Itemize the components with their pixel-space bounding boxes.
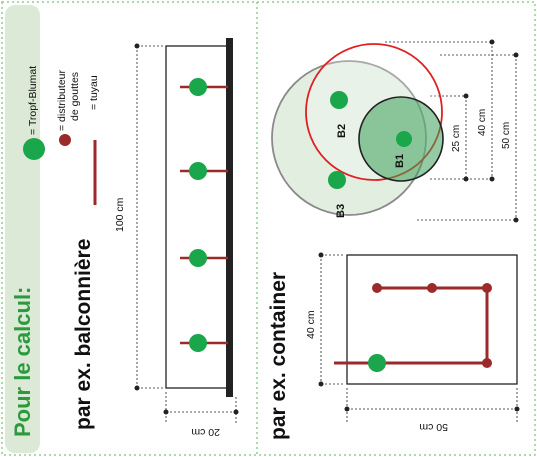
dim-50-label: 50 cm <box>501 121 512 149</box>
balcony-rail <box>226 38 233 397</box>
container-distributor-3 <box>482 283 492 293</box>
container-distributor-4 <box>482 358 492 368</box>
balcony-diagram <box>134 38 239 424</box>
blumat-b1 <box>396 131 412 147</box>
container-blumat <box>368 354 386 372</box>
blumat-b3 <box>328 171 346 189</box>
container-pipe <box>334 286 489 365</box>
balcony-dripper-4 <box>180 334 228 352</box>
legend-distributor-label-2: de gouttes <box>69 71 81 121</box>
title-bar <box>5 5 40 453</box>
main-title: Pour le calcul: <box>10 286 35 437</box>
container-distributor-1 <box>372 283 382 293</box>
container-width-label: 50 cm <box>419 421 448 433</box>
container-title: par ex. container <box>267 271 290 440</box>
legend-blumat-icon <box>23 138 45 160</box>
dim-25-label: 25 cm <box>451 124 462 152</box>
circles-diagram <box>271 39 519 223</box>
container-distributor-2 <box>427 283 437 293</box>
dim-40-label: 40 cm <box>477 108 488 136</box>
legend-distributor-icon <box>59 134 71 146</box>
container-diagram <box>318 252 520 422</box>
balcony-height-label: 100 cm <box>114 197 126 232</box>
balcony-title: par ex. balconnière <box>72 238 95 430</box>
balcony-dripper-2 <box>180 162 228 180</box>
b3-label: B3 <box>335 203 347 218</box>
legend <box>23 134 97 205</box>
balcony-width-label: 20 cm <box>191 426 220 438</box>
balcony-dripper-1 <box>180 78 228 96</box>
container-height-label: 40 cm <box>305 310 317 339</box>
b2-label: B2 <box>336 123 348 138</box>
blumat-b2 <box>330 91 348 109</box>
b1-label: B1 <box>394 153 406 168</box>
legend-distributor-label-1: = distributeur <box>56 70 68 131</box>
legend-blumat-label: = Tropf-Blumat <box>27 65 39 135</box>
container-box <box>346 254 518 385</box>
legend-pipe-label: = tuyau <box>88 75 100 110</box>
balcony-dripper-3 <box>180 249 228 267</box>
